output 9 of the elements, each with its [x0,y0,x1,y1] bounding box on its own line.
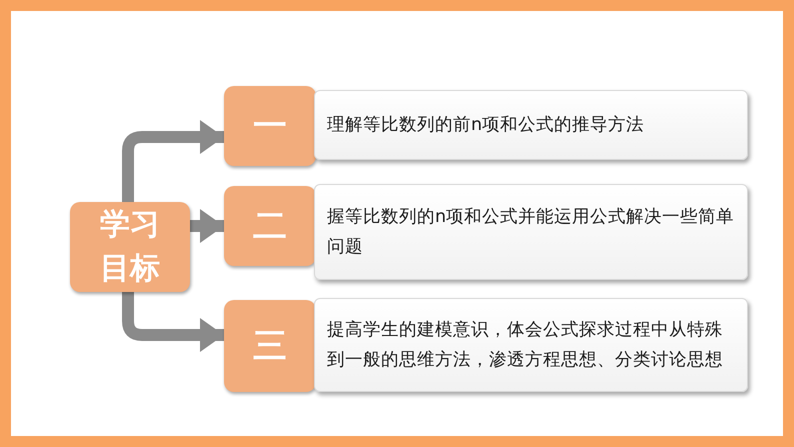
number-box: 二 [224,186,316,266]
number-box: 一 [224,86,316,166]
goal-box: 学习目标 [70,202,190,292]
arrow [122,120,224,202]
text-box: 提高学生的建模意识，体会公式探求过程中从特殊到一般的思维方法，渗透方程思想、分类讨论思想 [314,298,748,392]
text-box: 握等比数列的n项和公式并能运用公式解决一些简单问题 [314,184,748,280]
arrow [190,209,224,243]
number-box: 三 [224,300,316,392]
text-box: 理解等比数列的前n项和公式的推导方法 [314,90,748,160]
